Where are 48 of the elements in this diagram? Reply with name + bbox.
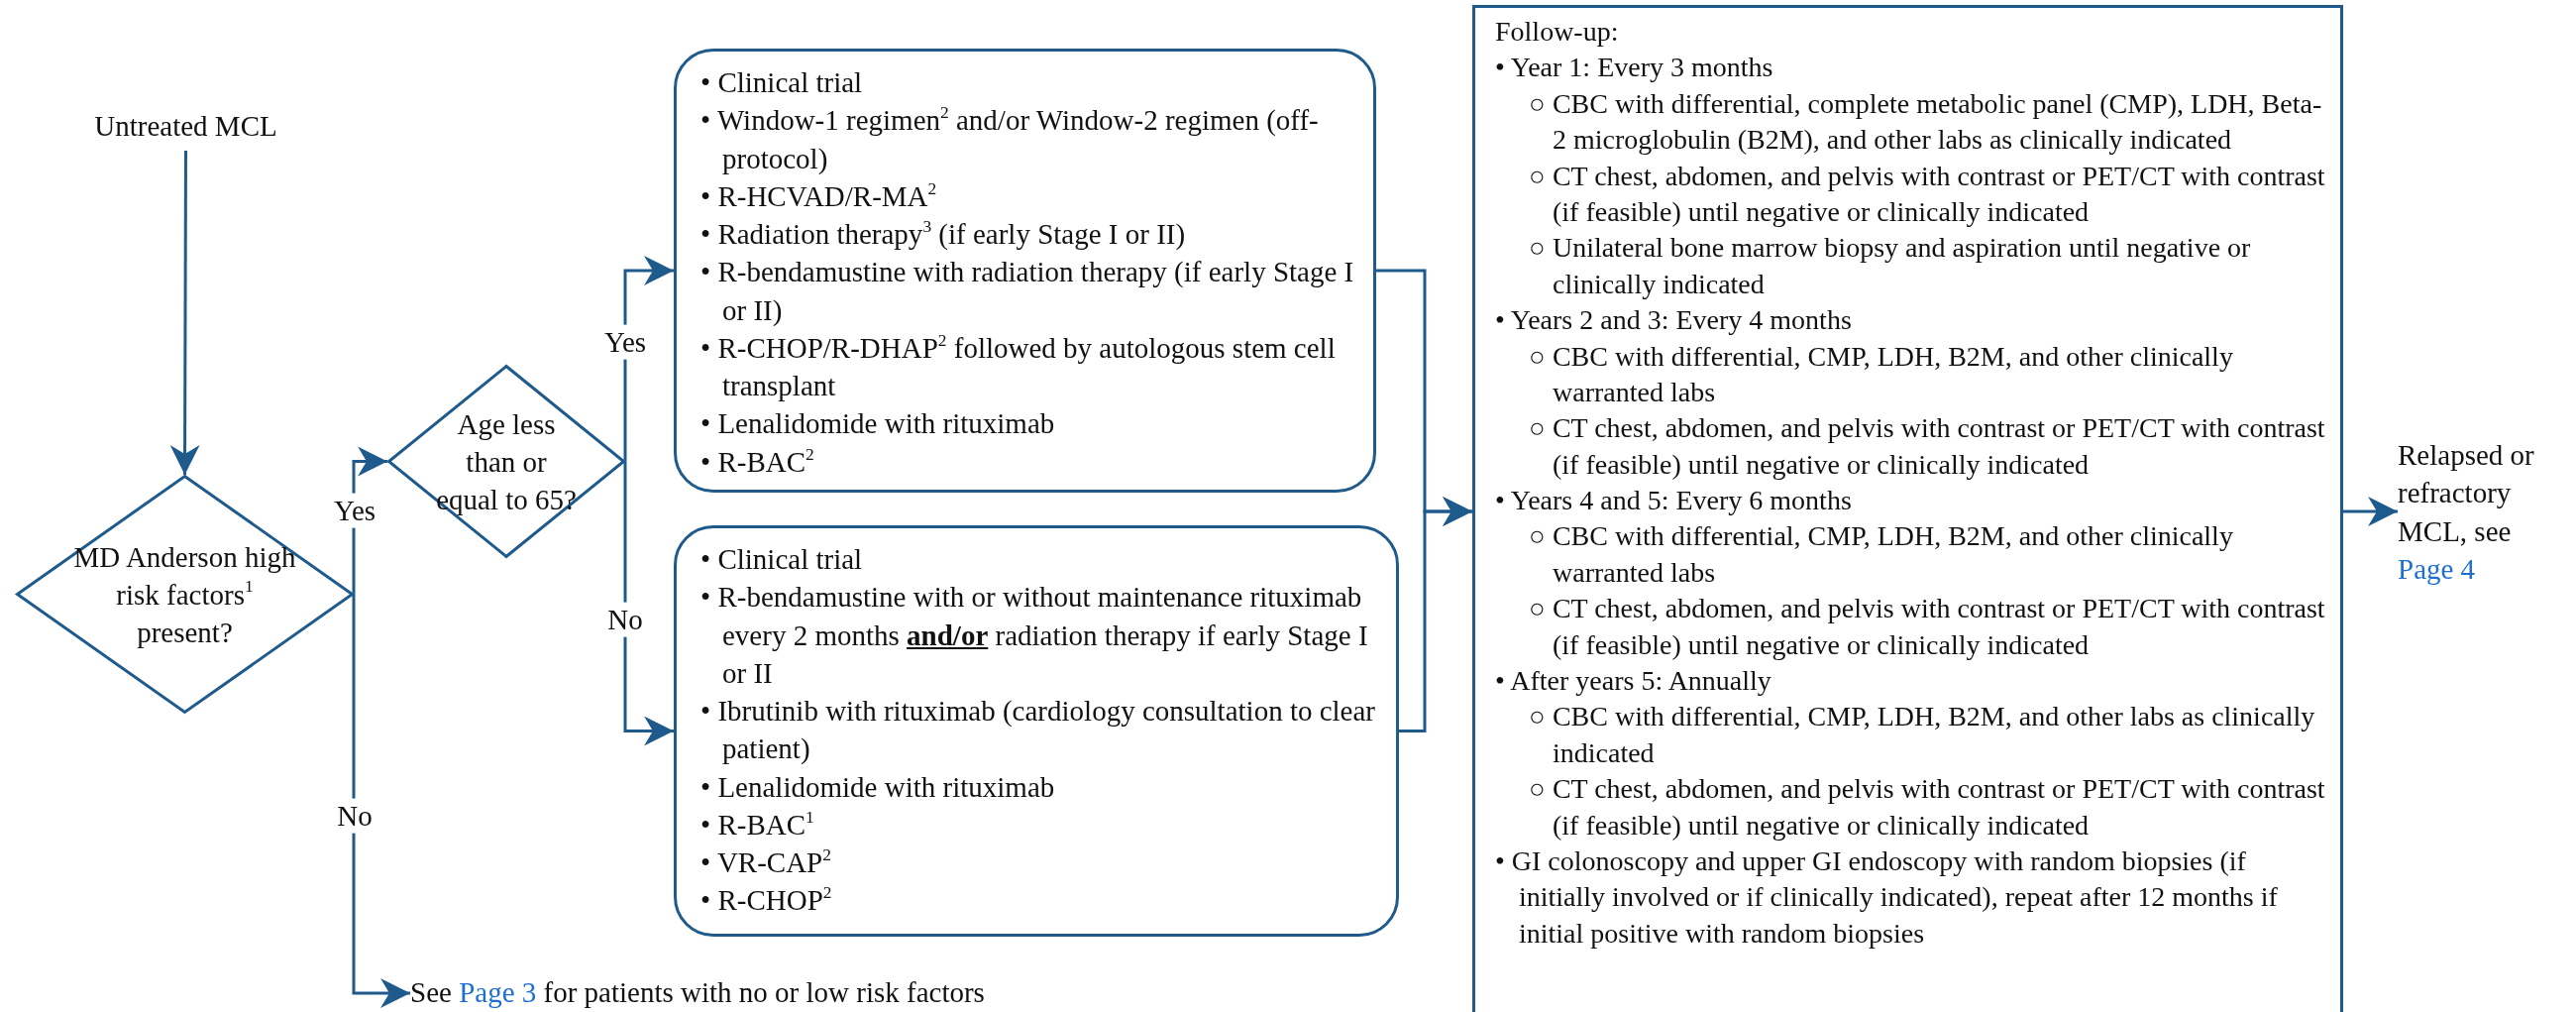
note-text: See (410, 976, 452, 1008)
list-item: • R-CHOP$^{2}$ (700, 881, 833, 919)
sub-list-item: ○ CT chest, abdomen, and pelvis with contrast or PET/CT with contrast (if feasible) until negative or clinically indicated (1529, 772, 2326, 843)
list-item: • Ibrutinib with rituximab (cardiology consultation to clear patient) (700, 694, 1377, 767)
arrow (623, 461, 674, 746)
arrow (352, 594, 410, 1008)
sub-list-item: ○ CT chest, abdomen, and pelvis with contrast or PET/CT with contrast (if feasible) until negative or clinically indicated (1529, 159, 2326, 229)
note-text: Relapsed or refractory MCL, see (2398, 439, 2534, 547)
edge-label: No (335, 798, 375, 834)
list-item: • R-BAC$^{2}$ (700, 442, 815, 480)
list-item: • Clinical trial (700, 65, 864, 100)
list-item: • Window-1 regimen$^{2}$ and/or Window-2 regimen (off-protocol) (700, 101, 1320, 176)
process-box (674, 49, 1376, 493)
list-item: • VR-CAP$^{2}$ (700, 843, 832, 881)
list-item: • Years 2 and 3: Every 4 months (1495, 303, 1853, 338)
list-item: • Lenalidomide with rituximab (700, 769, 1056, 805)
list-item: • R-CHOP/R-DHAP$^{2}$ followed by autologous stem cell transplant (700, 328, 1337, 404)
list-item: • R-HCVAD/R-MA$^{2}$ (700, 176, 938, 214)
list-item: • R-BAC$^{1}$ (700, 805, 815, 843)
list-item: • GI colonoscopy and upper GI endoscopy with random biopsies (if initially involved or if clinically indicated), repeat after 12 months if initial positive with random biopsies (1495, 844, 2279, 951)
list-item: • Clinical trial (700, 542, 864, 577)
list-item: • R-bendamustine with radiation therapy (if early Stage I or II) (700, 255, 1355, 328)
decision-text: Age less than or equal to 65? (435, 406, 578, 517)
sub-list-item: ○ Unilateral bone marrow biopsy and aspiration until negative or clinically indicated (1529, 231, 2252, 301)
process-box (1472, 5, 2343, 1012)
list-item: • R-bendamustine with or without maintenance rituximab every 2 months and/or radiation therapy if early Stage I or II (700, 580, 1369, 691)
list-item: • Years 4 and 5: Every 6 months (1495, 484, 1853, 518)
arrow (2343, 497, 2398, 526)
sub-list-item: ○ CT chest, abdomen, and pelvis with contrast or PET/CT with contrast (if feasible) until negative or clinically indicated (1529, 592, 2326, 662)
list-item: • Year 1: Every 3 months (1495, 51, 1774, 85)
sub-list-item: ○ CBC with differential, CMP, LDH, B2M, and other clinically warranted labs (1529, 519, 2234, 590)
list-item: • After years 5: Annually (1495, 664, 1772, 699)
arrow (1399, 497, 1472, 732)
sub-list-item: ○ CBC with differential, CMP, LDH, B2M, and other clinically warranted labs (1529, 339, 2234, 409)
edge-label: No (605, 602, 645, 637)
list-item: • Radiation therapy$^{3}$ (if early Stage I or II) (700, 215, 1187, 253)
box-heading: Follow-up: (1495, 15, 1620, 49)
note-text: for patients with no or low risk factors (543, 976, 985, 1008)
start-label: Untreated MCL (94, 110, 277, 142)
decision-text: MD Anderson high risk factors$^{1}$ present? (72, 539, 297, 650)
sub-list-item: ○ CT chest, abdomen, and pelvis with contrast or PET/CT with contrast (if feasible) until negative or clinically indicated (1529, 411, 2326, 482)
arrow (169, 151, 200, 475)
page-link: Page 3 (459, 976, 537, 1008)
process-box (674, 525, 1399, 937)
list-item: • Lenalidomide with rituximab (700, 406, 1056, 442)
sub-list-item: ○ CBC with differential, CMP, LDH, B2M, and other labs as clinically indicated (1529, 700, 2316, 770)
sub-list-item: ○ CBC with differential, complete metabolic panel (CMP), LDH, Beta-2 microglobulin (B2M), and other labs as clinically indicated (1529, 86, 2323, 158)
page-link: Page 4 (2398, 552, 2476, 585)
